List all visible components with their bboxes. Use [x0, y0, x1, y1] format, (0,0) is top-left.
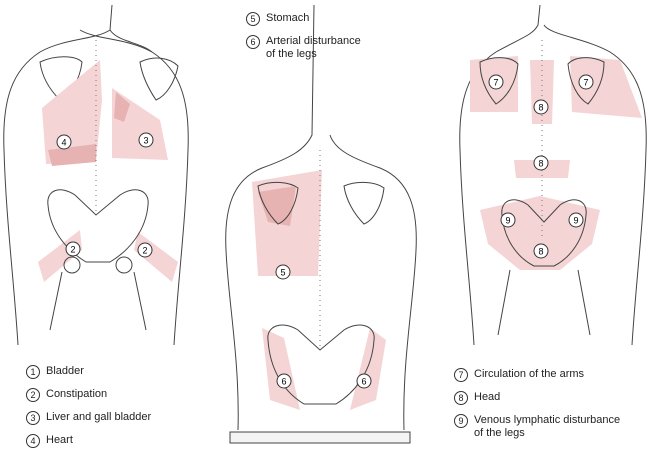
right-scapula-r — [567, 57, 605, 105]
legend-item-head: 8 Head — [454, 391, 620, 405]
center-pelvis — [267, 324, 375, 405]
center-scapula-l — [257, 181, 299, 225]
legend-label: Head — [474, 391, 501, 403]
legend-left: 1 Bladder 2 Constipation 3 Liver and gal… — [26, 365, 151, 457]
legend-label: Constipation — [46, 388, 108, 400]
legend-number: 2 — [26, 388, 40, 402]
marker-7b: 7 — [578, 74, 594, 90]
legend-item-heart: 4 Heart — [26, 434, 151, 448]
legend-item-stomach: 5 Stomach — [246, 12, 361, 26]
legend-right: 7 Circulation of the arms 8 Head 9 Venou… — [454, 368, 620, 449]
legend-label: Stomach — [266, 12, 310, 24]
right-scapula-l — [479, 57, 519, 105]
legend-item-venous: 9 Venous lymphatic disturbance of the le… — [454, 414, 620, 440]
legend-number: 9 — [454, 414, 468, 428]
svg-text:8: 8 — [538, 103, 543, 113]
marker-2b: 2 — [137, 242, 153, 258]
center-back-figure: 5 6 6 — [225, 4, 417, 444]
legend-number: 1 — [26, 365, 40, 379]
marker-8c: 8 — [533, 243, 549, 259]
svg-text:9: 9 — [505, 216, 510, 226]
legend-number: 4 — [26, 434, 40, 448]
legend-label: Circulation of the arms — [474, 368, 585, 380]
zone-heart — [42, 60, 102, 164]
legend-number: 6 — [246, 35, 260, 49]
marker-9a: 9 — [500, 212, 516, 228]
svg-text:8: 8 — [538, 247, 543, 257]
center-base — [229, 431, 411, 444]
legend-number: 7 — [454, 368, 468, 382]
marker-6b: 6 — [356, 373, 372, 389]
legend-item-constipation: 2 Constipation — [26, 388, 151, 402]
zone-liver-dark — [114, 92, 130, 122]
marker-8a: 8 — [533, 99, 549, 115]
marker-8b: 8 — [533, 155, 549, 171]
zone-stomach-dark — [258, 186, 296, 226]
marker-4: 4 — [56, 134, 72, 150]
svg-text:8: 8 — [538, 159, 543, 169]
svg-text:2: 2 — [142, 246, 147, 256]
legend-number: 8 — [454, 391, 468, 405]
legend-label: Liver and gall bladder — [46, 411, 152, 423]
legend-top: 5 Stomach 6 Arterial disturbance of the … — [246, 12, 361, 70]
zone-constipation — [38, 230, 178, 282]
right-back-figure: 7 7 8 8 8 9 9 — [459, 4, 647, 346]
zone-arterial-legs — [262, 328, 386, 410]
svg-text:6: 6 — [281, 377, 286, 387]
svg-text:5: 5 — [280, 268, 285, 278]
svg-text:3: 3 — [143, 136, 148, 146]
svg-text:9: 9 — [573, 216, 578, 226]
marker-9b: 9 — [568, 212, 584, 228]
svg-text:7: 7 — [493, 78, 498, 88]
zone-heart-dark — [48, 144, 96, 166]
svg-text:6: 6 — [361, 377, 366, 387]
marker-2a: 2 — [65, 241, 81, 257]
zone-arms-r — [570, 56, 642, 118]
right-body-outline — [459, 4, 647, 346]
left-back-figure: 4 3 2 2 — [3, 4, 189, 346]
svg-text:4: 4 — [61, 138, 66, 148]
legend-label: Heart — [46, 434, 73, 446]
legend-item-bladder: 1 Bladder — [26, 365, 151, 379]
marker-5: 5 — [275, 264, 291, 280]
marker-7a: 7 — [488, 74, 504, 90]
legend-number: 3 — [26, 411, 40, 425]
center-scapula-r — [343, 181, 385, 225]
legend-item-liver: 3 Liver and gall bladder — [26, 411, 151, 425]
svg-text:7: 7 — [583, 78, 588, 88]
left-body-outline — [3, 4, 189, 346]
legend-label: Bladder — [46, 365, 84, 377]
marker-6a: 6 — [276, 373, 292, 389]
legend-label: Venous lymphatic disturbance of the legs — [474, 414, 621, 439]
center-body-outline — [225, 4, 417, 431]
marker-3: 3 — [138, 132, 154, 148]
legend-number: 5 — [246, 12, 260, 26]
right-pelvis — [501, 199, 587, 267]
legend-item-arms: 7 Circulation of the arms — [454, 368, 620, 382]
svg-text:2: 2 — [70, 245, 75, 255]
legend-label: Arterial disturbance of the legs — [266, 35, 361, 60]
left-scapula-r — [139, 57, 179, 101]
legend-item-arterial: 6 Arterial disturbance of the legs — [246, 35, 361, 61]
